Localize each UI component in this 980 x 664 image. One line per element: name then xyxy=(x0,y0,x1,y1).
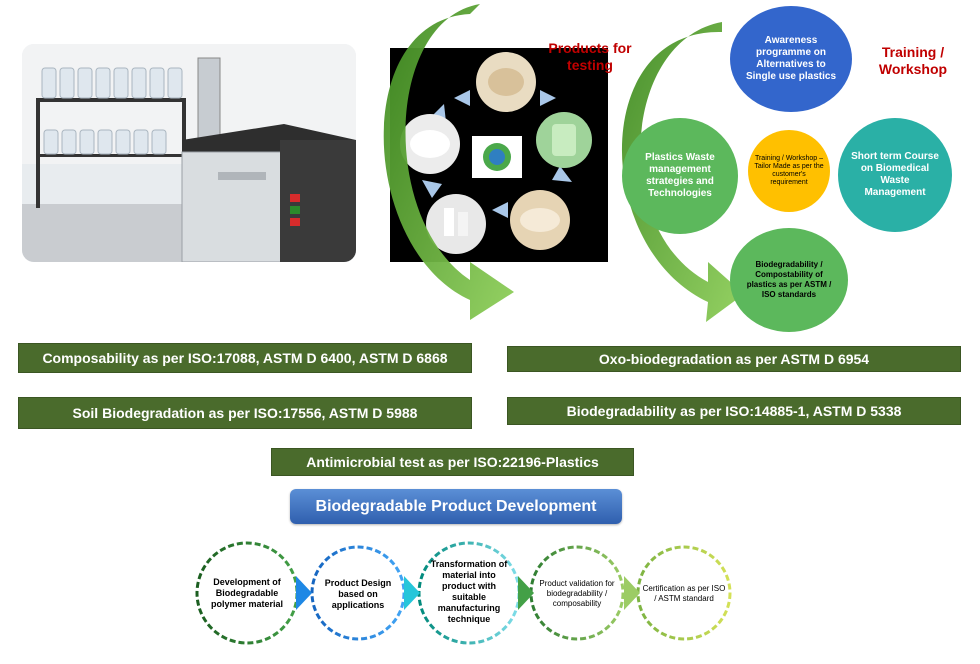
products-for-testing-label: Products for testing xyxy=(548,40,632,73)
plastics-waste-circle: Plastics Waste management strategies and… xyxy=(622,118,738,234)
products-for-testing-panel xyxy=(390,48,608,262)
training-center-text: Training / Workshop – Tailor Made as per… xyxy=(754,155,824,186)
process-chain-graphics xyxy=(195,541,732,645)
process-step-1: Development of Biodegradable polymer mat… xyxy=(210,576,284,609)
awareness-programme-text: Awareness programme on Alternatives to S… xyxy=(745,35,837,82)
antimicrobial-banner: Antimicrobial test as per ISO:22196-Plas… xyxy=(271,448,634,476)
product-development-title: Biodegradable Product Development xyxy=(290,489,622,524)
process-step-2: Product Design based on applications xyxy=(324,577,392,610)
short-term-course-text: Short term Course on Biomedical Waste Ma… xyxy=(851,151,939,198)
process-step-4: Product validation for biodegradability … xyxy=(539,579,615,608)
composability-banner: Composability as per ISO:17088, ASTM D 6… xyxy=(18,343,472,373)
oxo-biodegradation-banner: Oxo-biodegradation as per ASTM D 6954 xyxy=(507,346,961,372)
lab-equipment-photo xyxy=(22,44,356,262)
process-step-5: Certification as per ISO / ASTM standard xyxy=(642,584,726,603)
training-center-circle: Training / Workshop – Tailor Made as per… xyxy=(748,130,830,212)
awareness-programme-circle: Awareness programme on Alternatives to S… xyxy=(730,6,852,112)
process-chain: Development of Biodegradable polymer mat… xyxy=(0,530,980,664)
soil-biodegradation-banner: Soil Biodegradation as per ISO:17556, AS… xyxy=(18,397,472,429)
short-term-course-circle: Short term Course on Biomedical Waste Ma… xyxy=(838,118,952,232)
training-workshop-label: Training / Workshop xyxy=(878,44,948,77)
plastics-waste-text: Plastics Waste management strategies and… xyxy=(645,152,715,199)
biodegradability-banner: Biodegradability as per ISO:14885-1, AST… xyxy=(507,397,961,425)
biodegradability-circle: Biodegradability / Compostability of pla… xyxy=(730,228,848,332)
process-step-3: Transformation of material into product … xyxy=(430,559,508,624)
biodegradability-circle-text: Biodegradability / Compostability of pla… xyxy=(746,260,832,299)
